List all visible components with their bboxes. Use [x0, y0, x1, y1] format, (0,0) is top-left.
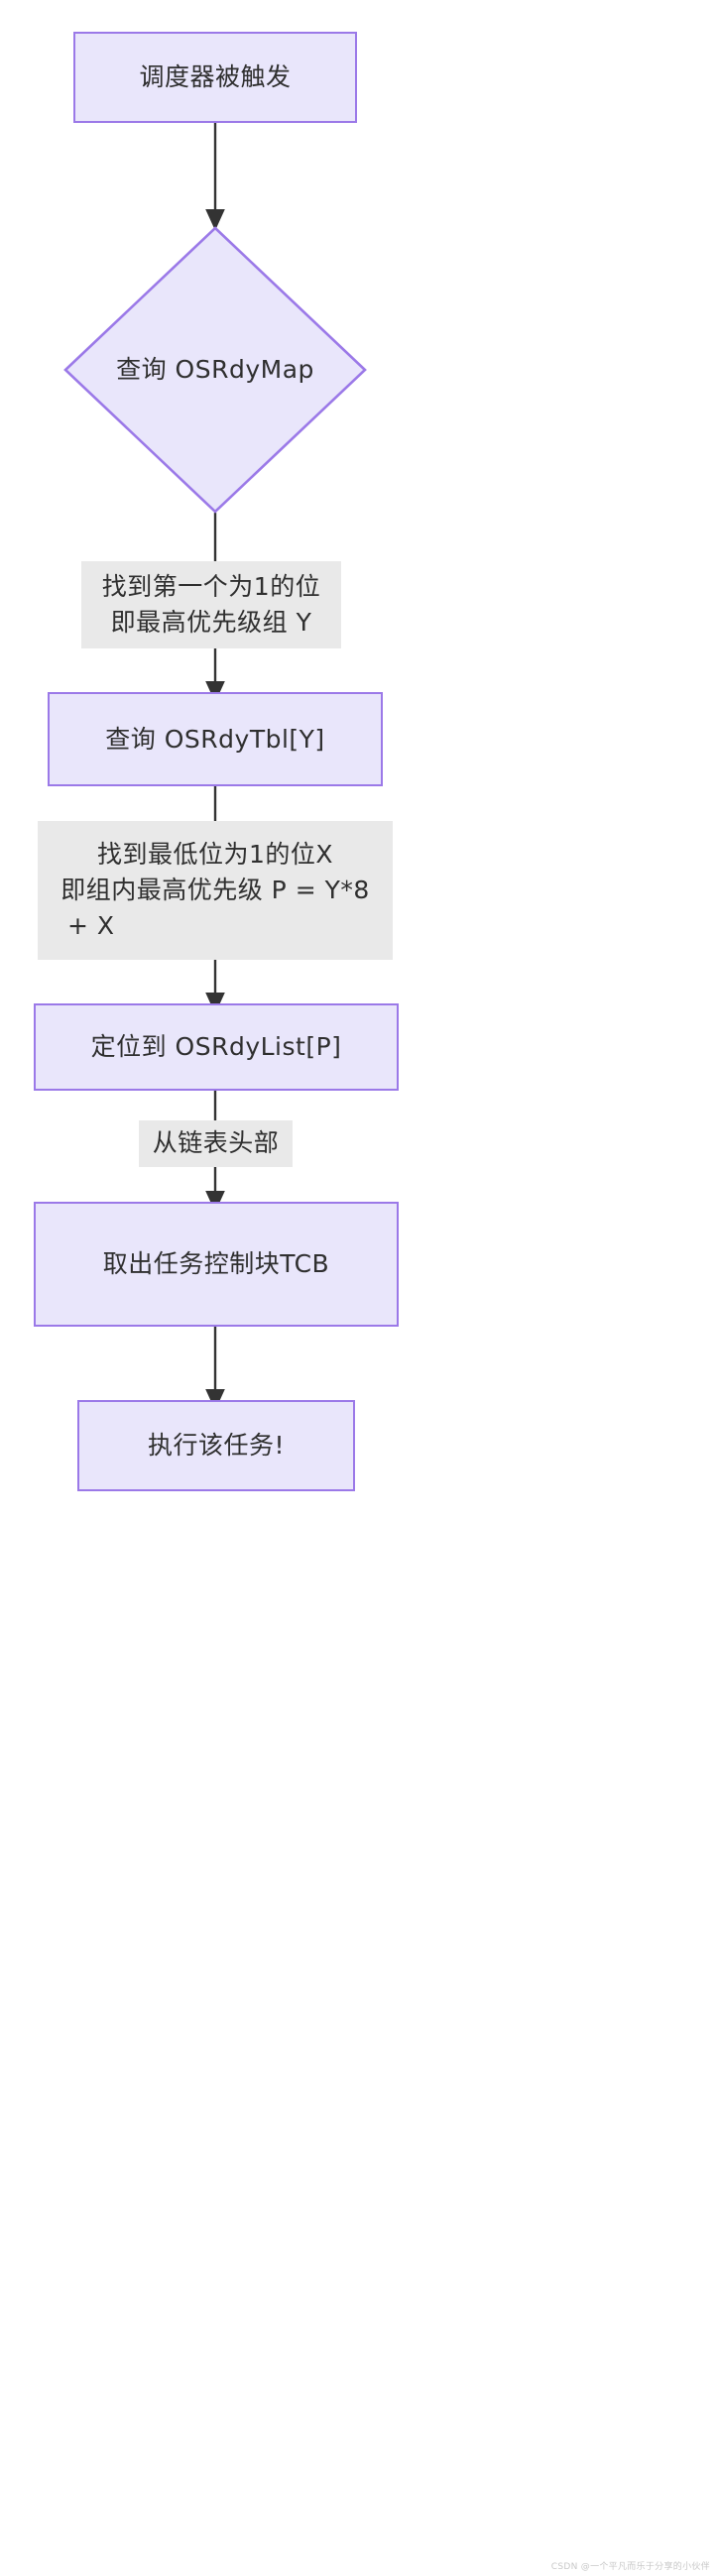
node-locate-osrdylist-label: 定位到 OSRdyList[P] — [90, 1032, 342, 1062]
edge-label-find-lowest-set-bit-line1: 找到最低位为1的位X — [96, 839, 334, 869]
node-locate-osrdylist[interactable]: 定位到 OSRdyList[P] — [34, 1003, 399, 1091]
node-run-task-label: 执行该任务! — [147, 1431, 286, 1461]
edge-label-find-lowest-set-bit-line3: + X — [67, 911, 115, 941]
edge-label-find-first-set-bit: 找到第一个为1的位 即最高优先级组 Y — [81, 561, 341, 648]
node-run-task[interactable]: 执行该任务! — [77, 1400, 355, 1491]
edge-label-from-list-head: 从链表头部 — [139, 1120, 293, 1167]
node-query-osrdymap[interactable]: 查询 OSRdyMap — [63, 226, 367, 514]
edge-label-find-first-set-bit-line2: 即最高优先级组 Y — [110, 608, 312, 637]
edge-label-from-list-head-text: 从链表头部 — [152, 1128, 280, 1158]
node-query-osrdytbl-label: 查询 OSRdyTbl[Y] — [105, 724, 325, 754]
node-query-osrdytbl[interactable]: 查询 OSRdyTbl[Y] — [48, 692, 383, 786]
node-fetch-tcb[interactable]: 取出任务控制块TCB — [34, 1202, 399, 1327]
node-scheduler-triggered-label: 调度器被触发 — [139, 62, 292, 92]
edge-label-find-first-set-bit-line1: 找到第一个为1的位 — [101, 571, 321, 601]
edge-label-find-lowest-set-bit-line2: 即组内最高优先级 P = Y*8 — [60, 875, 370, 904]
csdn-watermark: CSDN @一个平凡而乐于分享的小伙伴 — [550, 2562, 710, 2572]
diamond-shape — [63, 226, 367, 514]
node-fetch-tcb-label: 取出任务控制块TCB — [102, 1249, 330, 1279]
node-scheduler-triggered[interactable]: 调度器被触发 — [73, 32, 357, 123]
edge-label-find-lowest-set-bit: 找到最低位为1的位X 即组内最高优先级 P = Y*8 + X — [38, 821, 393, 960]
